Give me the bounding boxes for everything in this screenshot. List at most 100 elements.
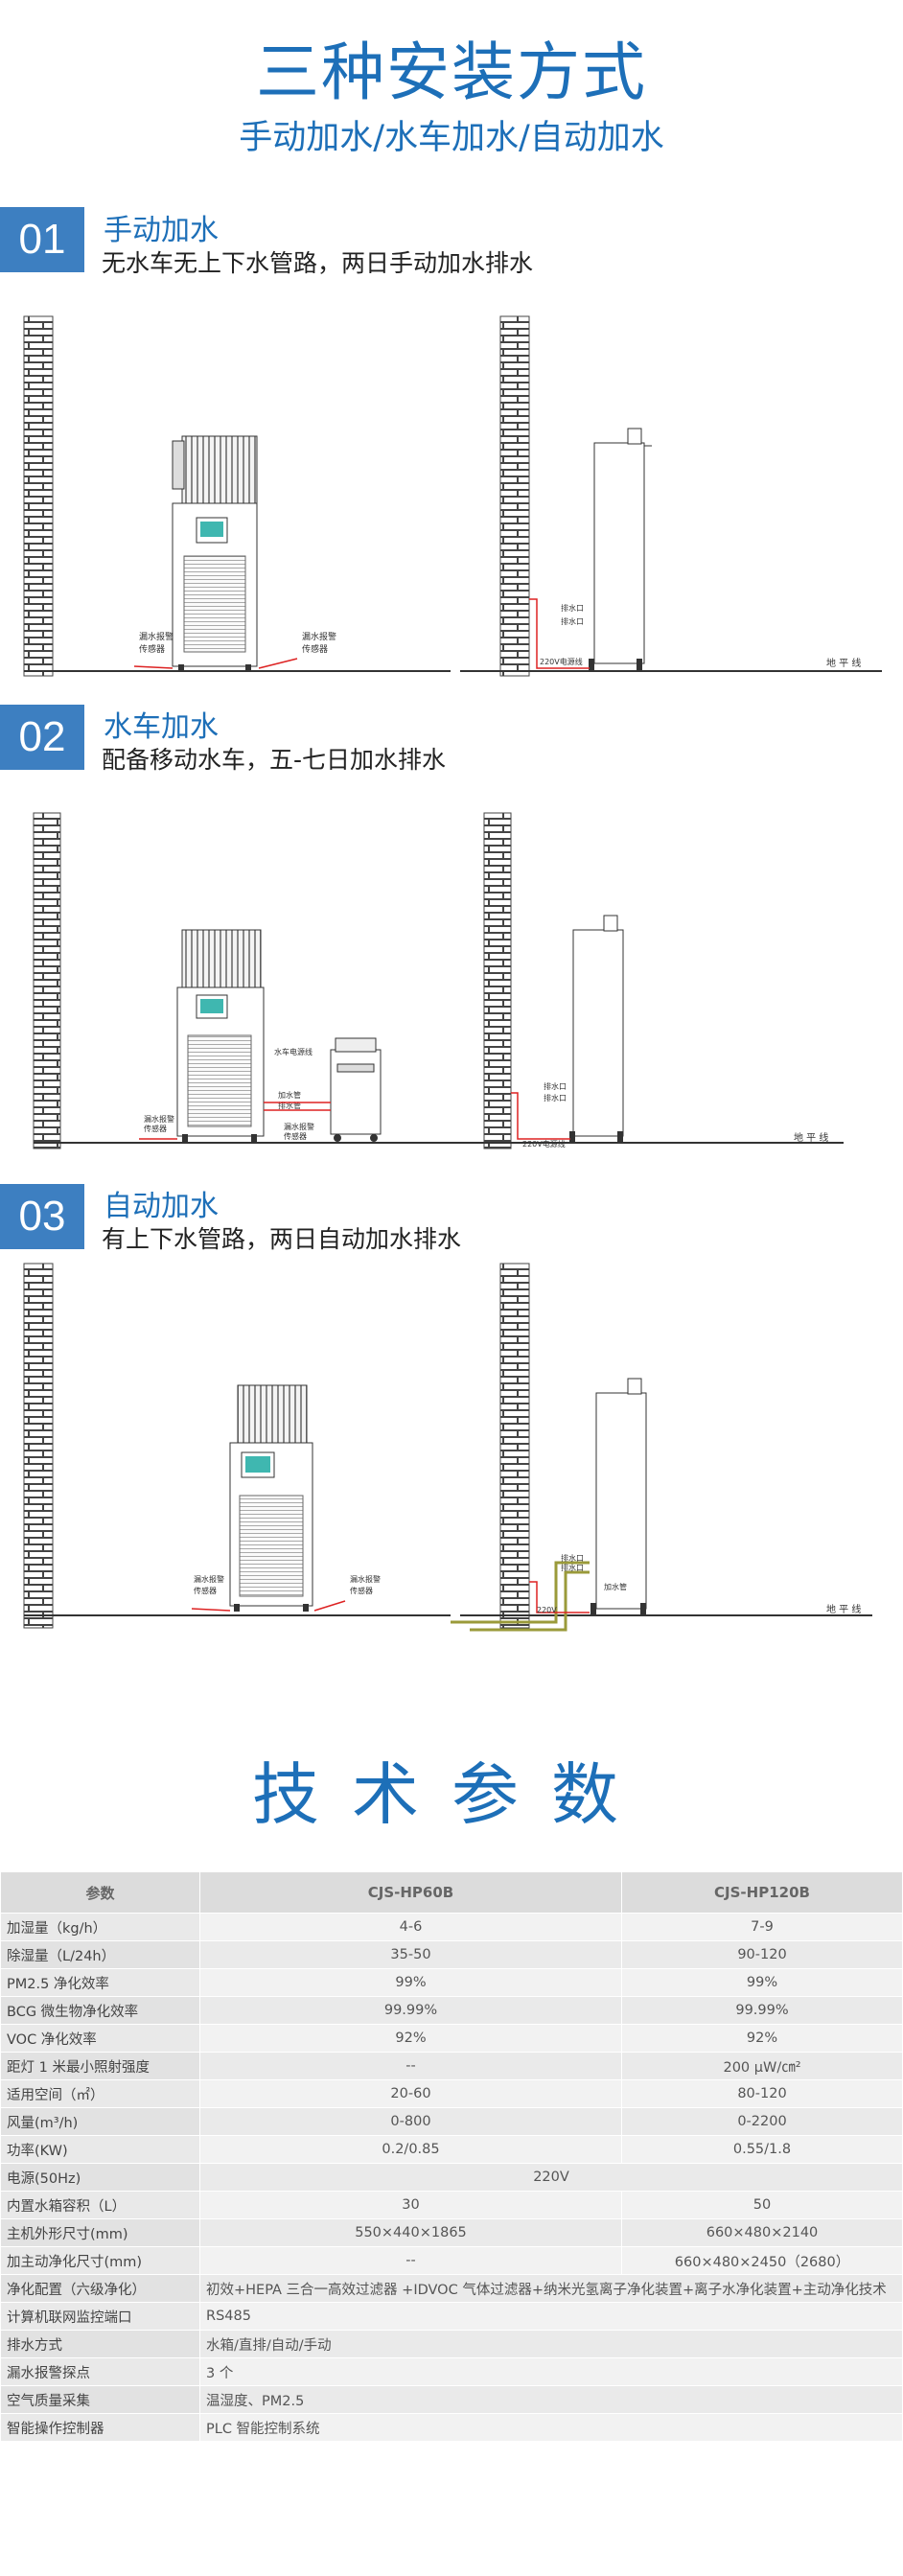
svg-text:220V电源线: 220V电源线 (522, 1139, 566, 1149)
spec-row-value-b: 99.99% (621, 1996, 903, 2025)
spec-row-value-a: 92% (199, 2024, 622, 2053)
svg-text:漏水报警: 漏水报警 (144, 1114, 174, 1124)
spec-row-value: 初效+HEPA 三合一高效过滤器 +IDVOC 气体过滤器+纳米光氢离子净化装置… (199, 2274, 903, 2303)
spec-row-label: 净化配置（六级净化） (0, 2274, 200, 2303)
spec-row-value: PLC 智能控制系统 (199, 2413, 903, 2442)
svg-text:加水管: 加水管 (278, 1090, 301, 1100)
svg-text:传感器: 传感器 (350, 1586, 373, 1595)
spec-row-value-b: 200 μW/㎝² (621, 2052, 903, 2080)
section-title-02: 水车加水 (104, 710, 219, 744)
spec-row-value-b: 0-2200 (621, 2107, 903, 2136)
spec-row-label: 适用空间（㎡） (0, 2079, 200, 2108)
install-diagram-water-cart: 水车电源线 加水管 排水管 漏水报警 传感器 漏水报警 传感器 排水口 排水口 … (33, 812, 844, 1149)
spec-row-label: 电源(50Hz) (0, 2163, 200, 2192)
spec-row-value-a: 30 (199, 2191, 622, 2219)
spec-row-value: 水箱/直排/自动/手动 (199, 2330, 903, 2358)
svg-text:排水口: 排水口 (561, 616, 584, 626)
tech-section-title: 技术参数 (252, 1755, 651, 1834)
svg-text:水车电源线: 水车电源线 (274, 1047, 313, 1056)
spec-row-label: 功率(KW) (0, 2135, 200, 2164)
table-row: 加主动净化尺寸(mm)--660×480×2450（2680） (0, 2246, 903, 2275)
svg-text:漏水报警: 漏水报警 (284, 1122, 314, 1131)
page-title: 三种安装方式 (256, 35, 647, 109)
section-number-03: 03 (0, 1184, 84, 1249)
svg-text:地 平 线: 地 平 线 (794, 1131, 828, 1144)
spec-row-label: 排水方式 (0, 2330, 200, 2358)
spec-row-label: 距灯 1 米最小照射强度 (0, 2052, 200, 2080)
spec-row-label: 内置水箱容积（L） (0, 2191, 200, 2219)
spec-row-value-b: 7-9 (621, 1913, 903, 1941)
svg-text:漏水报警: 漏水报警 (194, 1574, 224, 1584)
spec-row-value-b: 660×480×2450（2680） (621, 2246, 903, 2275)
section-desc-01: 无水车无上下水管路，两日手动加水排水 (102, 249, 534, 277)
svg-text:传感器: 传感器 (302, 643, 328, 655)
svg-text:排水口: 排水口 (561, 1553, 584, 1563)
svg-text:加水管: 加水管 (604, 1582, 627, 1591)
spec-row-value-b: 660×480×2140 (621, 2218, 903, 2247)
spec-row-value: RS485 (199, 2302, 903, 2331)
label-ground: 地 平 线 (826, 657, 861, 669)
spec-row-value-a: 35-50 (199, 1940, 622, 1969)
page-subtitle: 手动加水/水车加水/自动加水 (239, 119, 664, 157)
spec-row-label: PM2.5 净化效率 (0, 1968, 200, 1997)
spec-row-value-a: 99.99% (199, 1996, 622, 2025)
spec-row-value-a: 0-800 (199, 2107, 622, 2136)
section-number-02: 02 (0, 705, 84, 770)
spec-row-value-a: 20-60 (199, 2079, 622, 2108)
svg-text:排水管: 排水管 (278, 1101, 301, 1110)
svg-text:排水口: 排水口 (561, 1563, 584, 1572)
spec-row-value-b: 50 (621, 2191, 903, 2219)
spec-row-label: 风量(m³/h) (0, 2107, 200, 2136)
spec-row-label: 空气质量采集 (0, 2385, 200, 2414)
table-row: 空气质量采集温湿度、PM2.5 (0, 2385, 903, 2414)
label-leak-sensor-left: 漏水报警 (139, 631, 174, 642)
spec-row-value-a: 99% (199, 1968, 622, 1997)
svg-text:传感器: 传感器 (139, 643, 165, 655)
spec-row-label: VOC 净化效率 (0, 2024, 200, 2053)
spec-row-value-a: 0.2/0.85 (199, 2135, 622, 2164)
section-desc-03: 有上下水管路，两日自动加水排水 (102, 1225, 462, 1253)
svg-text:排水口: 排水口 (561, 603, 584, 613)
label-leak-sensor-right: 漏水报警 (302, 631, 336, 642)
spec-row-value-b: 92% (621, 2024, 903, 2053)
svg-text:传感器: 传感器 (144, 1124, 167, 1133)
spec-row-label: BCG 微生物净化效率 (0, 1996, 200, 2025)
spec-header-param: 参数 (0, 1871, 200, 1914)
spec-row-label: 主机外形尺寸(mm) (0, 2218, 200, 2247)
svg-text:传感器: 传感器 (284, 1131, 307, 1141)
section-desc-02: 配备移动水车，五-七日加水排水 (102, 746, 447, 774)
spec-row-label: 智能操作控制器 (0, 2413, 200, 2442)
svg-text:排水口: 排水口 (544, 1081, 567, 1091)
spec-row-label: 加主动净化尺寸(mm) (0, 2246, 200, 2275)
spec-row-value-b: 90-120 (621, 1940, 903, 1969)
svg-text:漏水报警: 漏水报警 (350, 1574, 381, 1584)
table-row: 电源(50Hz)220V (0, 2163, 903, 2192)
section-title-03: 自动加水 (104, 1190, 219, 1223)
label-power: 220V电源线 (540, 657, 583, 666)
spec-header-model-b: CJS-HP120B (621, 1871, 903, 1914)
install-diagram-auto: 漏水报警 传感器 漏水报警 传感器 排水口 排水口 加水管 220V 地 平 线 (23, 1263, 872, 1632)
spec-row-value-b: 0.55/1.8 (621, 2135, 903, 2164)
section-title-01: 手动加水 (104, 214, 219, 247)
spec-row-label: 计算机联网监控端口 (0, 2302, 200, 2331)
spec-row-label: 加湿量（kg/h） (0, 1913, 200, 1941)
spec-row-value-a: -- (199, 2246, 622, 2275)
spec-row-label: 漏水报警探点 (0, 2357, 200, 2386)
spec-row-value: 3 个 (199, 2357, 903, 2386)
spec-row-value-a: 4-6 (199, 1913, 622, 1941)
table-row: 净化配置（六级净化）初效+HEPA 三合一高效过滤器 +IDVOC 气体过滤器+… (0, 2274, 903, 2303)
spec-row-value-b: 99% (621, 1968, 903, 1997)
spec-row-value-a: -- (199, 2052, 622, 2080)
spec-header-row: 参数 CJS-HP60B CJS-HP120B (0, 1871, 903, 1914)
